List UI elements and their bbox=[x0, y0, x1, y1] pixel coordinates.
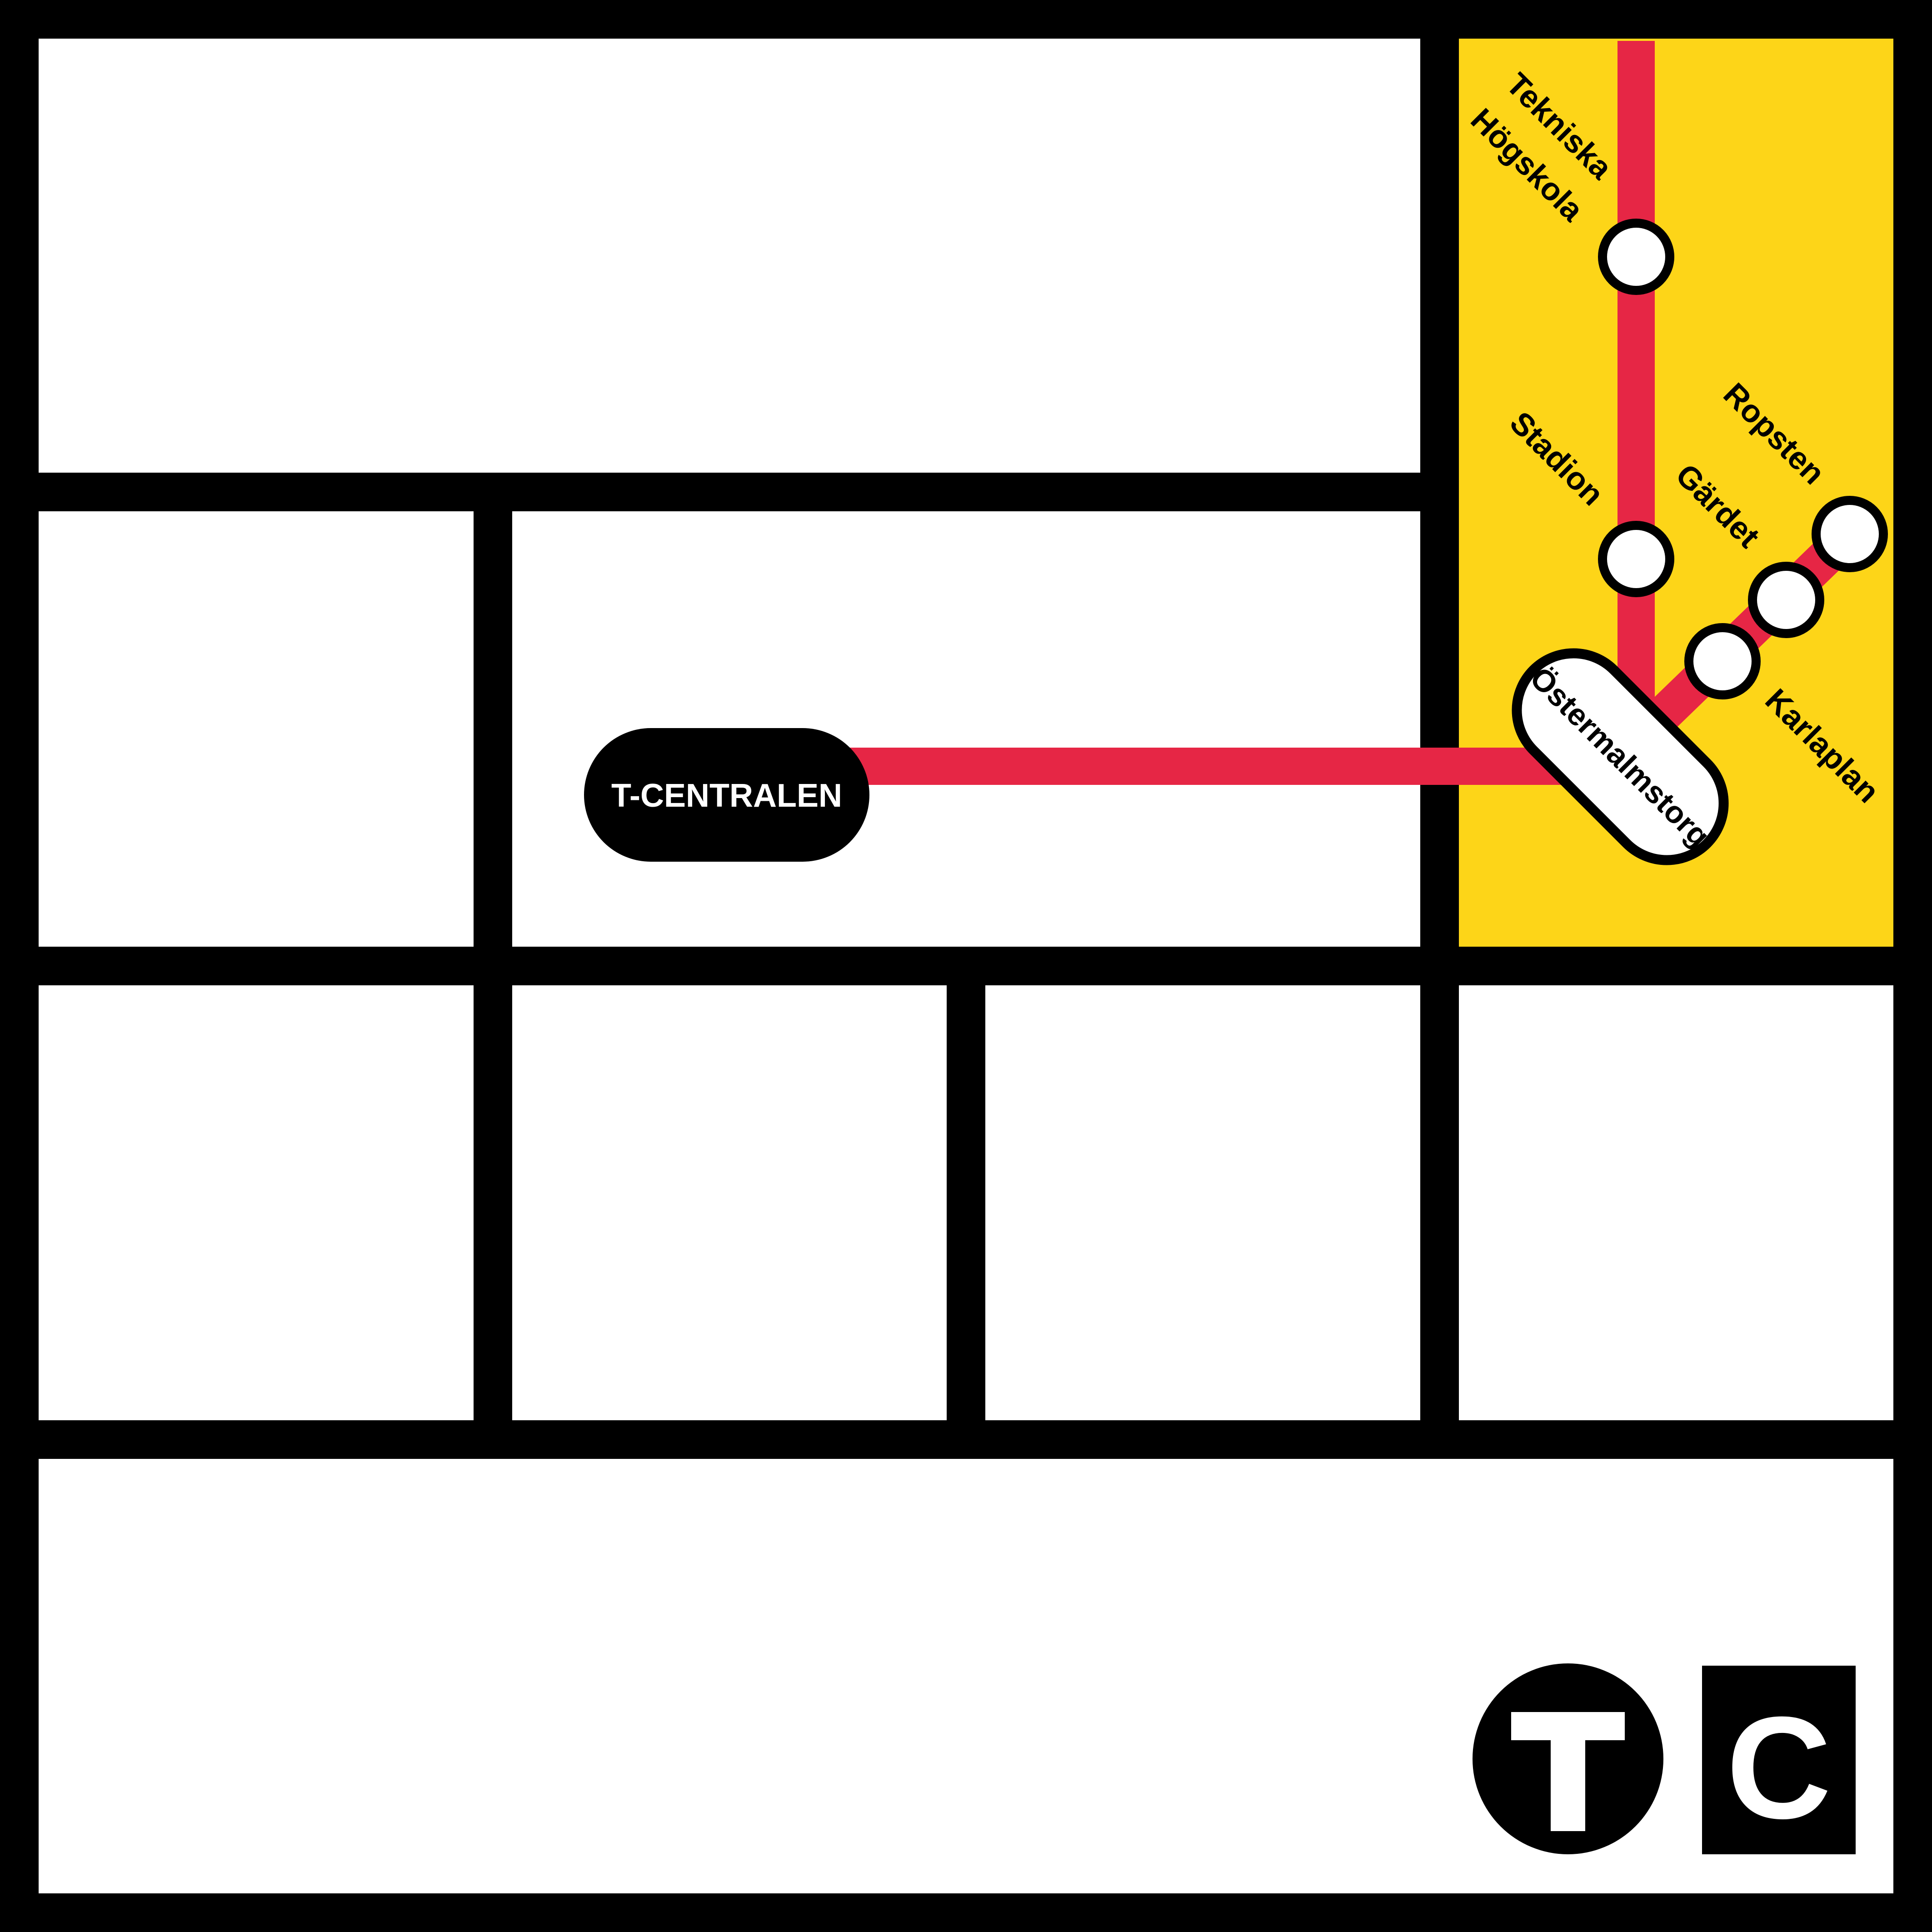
station-dot-karlaplan[interactable] bbox=[1684, 623, 1761, 699]
grid-h1 bbox=[0, 473, 1459, 511]
hub-t-centralen-label: T-CENTRALEN bbox=[611, 778, 842, 814]
station-dot-ropsten[interactable] bbox=[1812, 496, 1888, 572]
logo-c: C bbox=[1702, 1666, 1856, 1854]
station-dot-stadion[interactable] bbox=[1598, 521, 1674, 597]
logo-c-text: C bbox=[1726, 1686, 1831, 1849]
grid-frame-bottom bbox=[0, 1893, 1932, 1932]
hub-ostermalmstorg-pill[interactable] bbox=[1493, 630, 1747, 884]
station-dots bbox=[1598, 219, 1888, 699]
grid-frame-top bbox=[0, 0, 1932, 39]
hub-t-centralen[interactable]: T-CENTRALEN bbox=[584, 728, 869, 862]
logo-t: T bbox=[1473, 1663, 1663, 1854]
logo-t-bar bbox=[1511, 1712, 1625, 1740]
grid-v3 bbox=[947, 947, 985, 1459]
grid-v1 bbox=[1420, 0, 1459, 1459]
logo-t-stem bbox=[1551, 1740, 1585, 1831]
logo-c-square bbox=[1702, 1666, 1856, 1854]
hub-t-centralen-pill[interactable] bbox=[584, 728, 869, 862]
station-dot-tekniska[interactable] bbox=[1598, 219, 1674, 295]
station-dot-gardet[interactable] bbox=[1748, 562, 1824, 638]
grid-v2 bbox=[474, 473, 512, 1459]
